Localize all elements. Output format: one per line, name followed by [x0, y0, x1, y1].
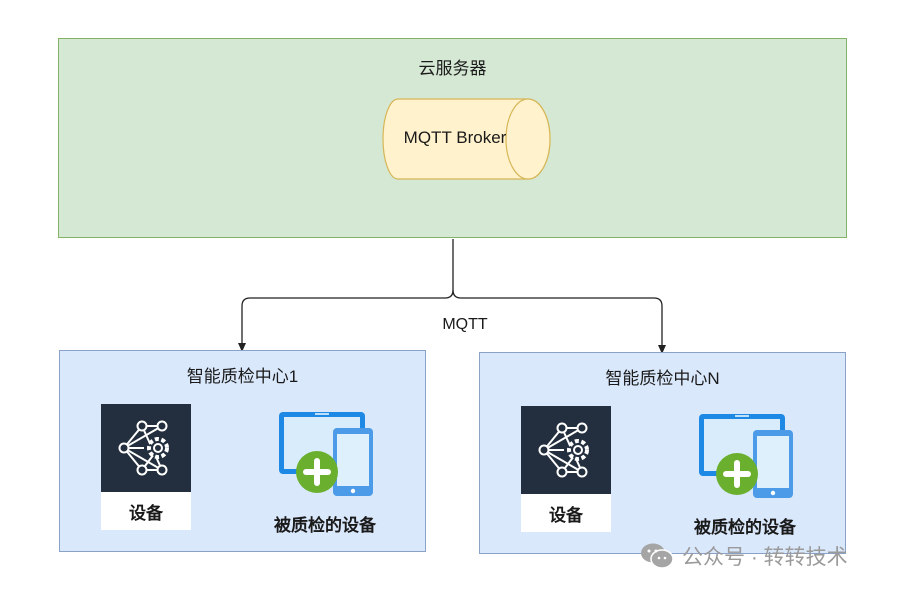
mqtt-broker-label: MQTT Broker: [403, 128, 507, 147]
connector-to-center-1: [241, 239, 454, 348]
center-title: 智能质检中心1: [186, 367, 299, 386]
watermark: 公众号 · 转转技术: [640, 541, 848, 571]
tested-device-label: 被质检的设备: [694, 518, 796, 537]
device-tile: 设备: [101, 404, 191, 530]
arrowhead-center-1: [238, 343, 246, 352]
network-gear-icon: [118, 420, 169, 476]
quality-center-1: 智能质检中心1 设备: [59, 350, 426, 552]
tablet-phone-add-icon: [279, 412, 373, 496]
tested-device-label: 被质检的设备: [274, 516, 376, 535]
watermark-text: 公众号 · 转转技术: [682, 546, 848, 569]
device-tile: 设备: [521, 406, 611, 532]
arrowhead-center-n: [658, 345, 666, 354]
device-label: 设备: [521, 494, 611, 532]
wechat-icon: [641, 543, 674, 569]
device-icon-box: [521, 406, 611, 494]
center-title: 智能质检中心N: [605, 369, 720, 388]
device-label: 设备: [101, 492, 191, 530]
mqtt-broker-cylinder: [382, 98, 551, 180]
quality-center-n: 智能质检中心N 设备: [479, 352, 846, 554]
tablet-phone-add-icon: [699, 414, 793, 498]
connector-to-center-n: [452, 289, 663, 350]
device-icon-box: [101, 404, 191, 492]
network-gear-icon: [538, 422, 589, 478]
mqtt-connection-label: MQTT: [442, 316, 488, 333]
cloud-server-title: 云服务器: [418, 59, 487, 78]
